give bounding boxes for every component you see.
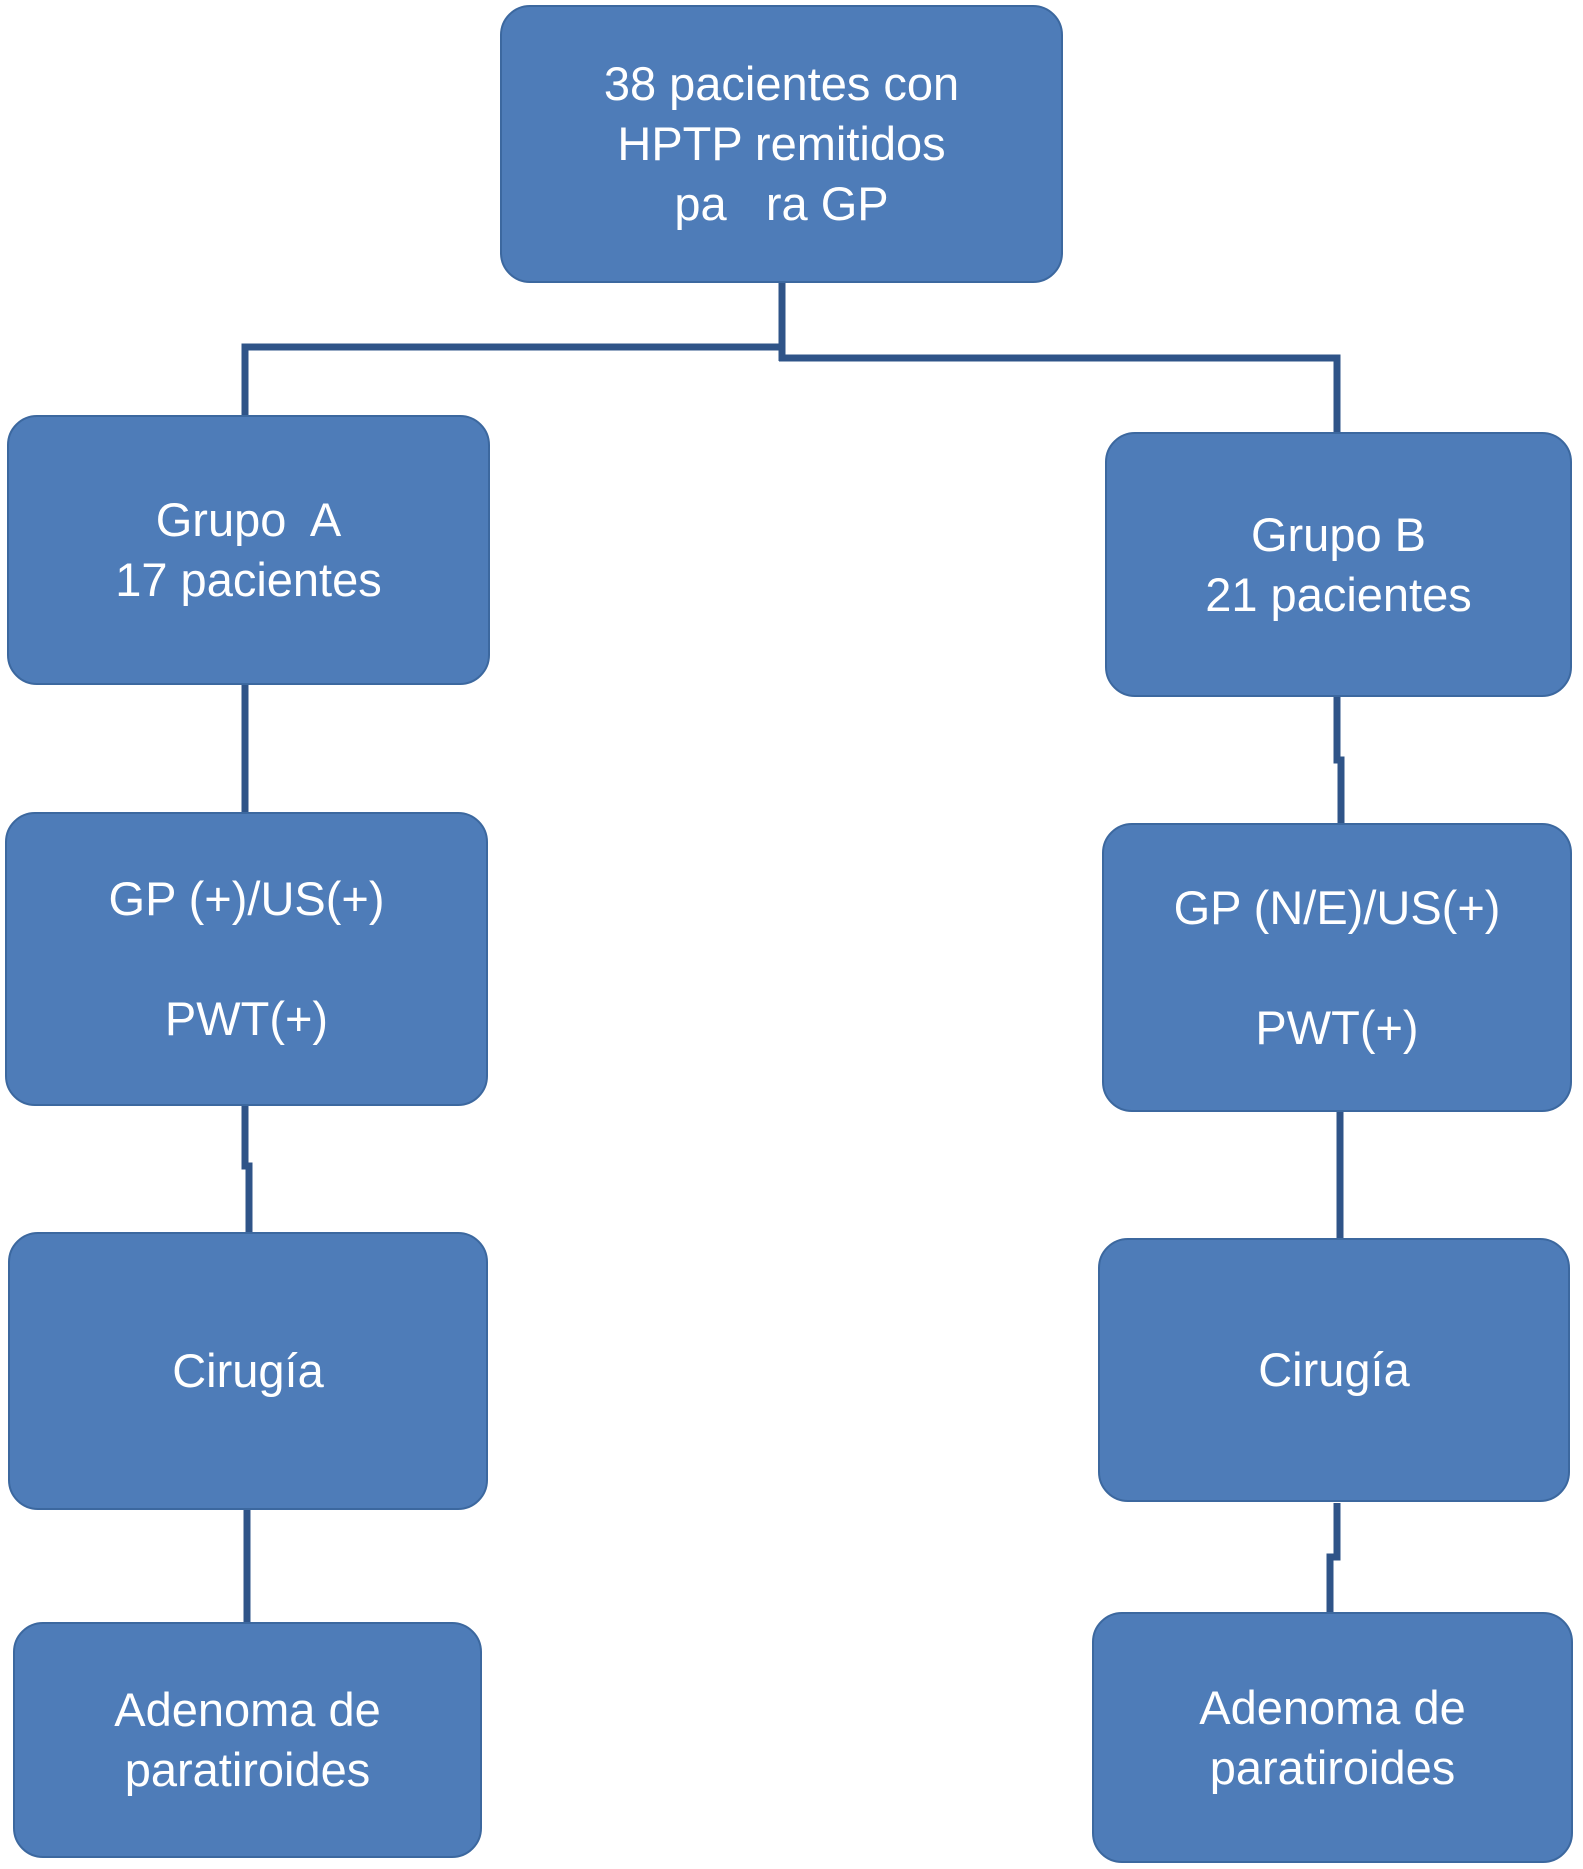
node-grupo-a-tests: GP (+)/US(+) PWT(+) — [5, 812, 488, 1106]
node-grupo-b-adenoma: Adenoma de paratiroides — [1092, 1612, 1573, 1863]
node-grupo-a-tests-label: GP (+)/US(+) PWT(+) — [108, 872, 385, 1045]
connector-root-to-grupo-a — [241, 343, 785, 416]
node-grupo-a-adenoma-label: Adenoma de paratiroides — [114, 1683, 381, 1796]
node-grupo-b: Grupo B 21 pacientes — [1105, 432, 1572, 697]
node-grupo-b-label: Grupo B 21 pacientes — [1205, 507, 1472, 621]
node-grupo-a-cirugia: Cirugía — [8, 1232, 488, 1510]
connector-surgery-b-to-outcome — [1326, 1503, 1341, 1613]
connector-root-to-grupo-b — [779, 354, 1341, 433]
node-grupo-b-tests-label: GP (N/E)/US(+) PWT(+) — [1173, 880, 1501, 1054]
node-grupo-a-adenoma: Adenoma de paratiroides — [13, 1622, 482, 1858]
node-grupo-a-cirugia-label: Cirugía — [172, 1344, 324, 1397]
node-grupo-b-cirugia-label: Cirugía — [1258, 1343, 1410, 1396]
connector-tests-a-to-surgery — [241, 1104, 253, 1234]
node-grupo-a: Grupo A 17 pacientes — [7, 415, 490, 685]
node-grupo-b-adenoma-label: Adenoma de paratiroides — [1199, 1680, 1466, 1794]
node-grupo-b-tests: GP (N/E)/US(+) PWT(+) — [1102, 823, 1572, 1112]
node-grupo-a-label: Grupo A 17 pacientes — [115, 493, 382, 606]
connector-grupo-b-to-tests — [1333, 695, 1345, 824]
node-total-patients: 38 pacientes con HPTP remitidos pa ra GP — [500, 5, 1063, 283]
node-total-patients-label: 38 pacientes con HPTP remitidos pa ra GP — [603, 57, 960, 230]
node-grupo-b-cirugia: Cirugía — [1098, 1238, 1570, 1502]
